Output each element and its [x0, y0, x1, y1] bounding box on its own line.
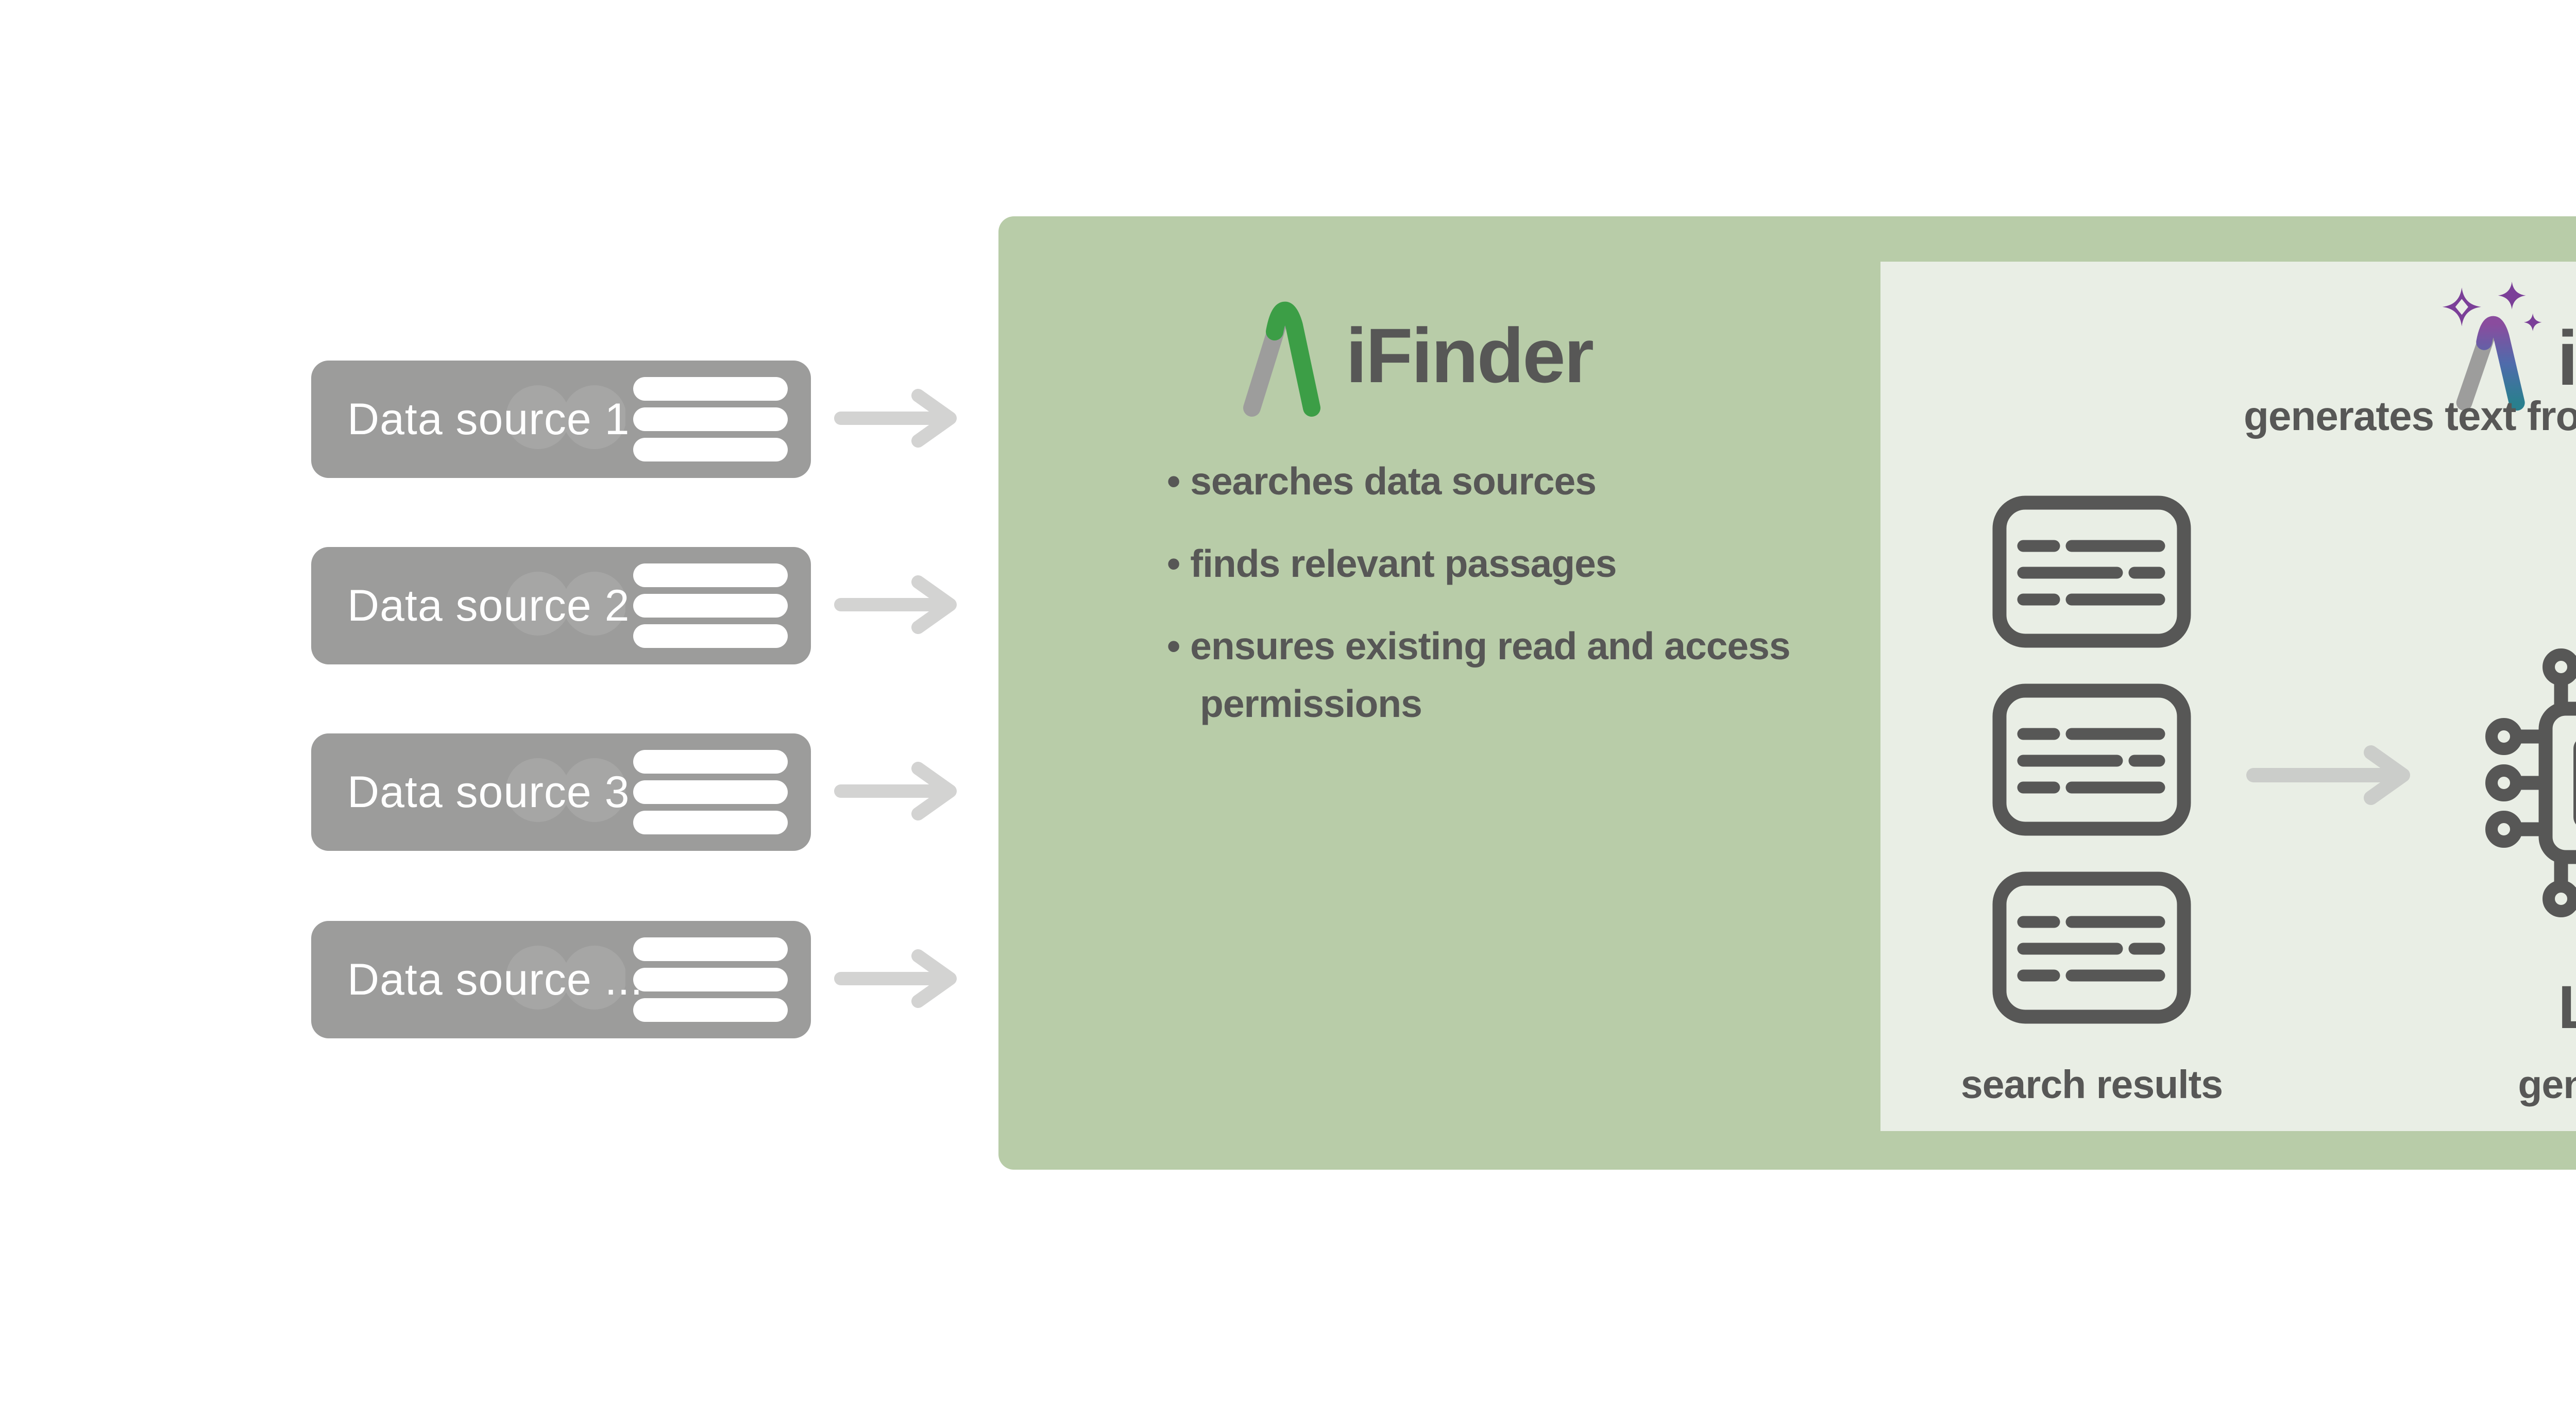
document-lines-icon	[633, 563, 788, 655]
iassistant-lambda-sparkles-logo-icon	[2442, 281, 2542, 411]
data-source-label: Data source 1	[347, 394, 630, 444]
data-source-label: Data source ...	[347, 954, 643, 1004]
quote-watermark-icon	[506, 385, 625, 449]
data-source-box-3: Data source 3	[311, 733, 811, 851]
bullet-text: finds relevant passages	[1190, 542, 1617, 585]
list-item: • finds relevant passages	[1167, 542, 1617, 585]
data-source-box-1: Data source 1	[311, 361, 811, 478]
quote-watermark-icon	[506, 758, 625, 822]
document-lines-icon	[633, 937, 788, 1029]
arrow-right-icon	[834, 762, 957, 820]
list-item: • searches data sources	[1167, 459, 1597, 503]
quote-watermark-icon	[506, 946, 625, 1010]
data-source-label: Data source 2	[347, 580, 630, 630]
data-source-box-2: Data source 2	[311, 547, 811, 664]
document-lines-icon	[633, 750, 788, 841]
data-source-box-4: Data source ...	[311, 921, 811, 1038]
caption-search-results: search results	[1960, 1063, 2223, 1107]
caption-generative: generative	[2518, 1063, 2576, 1107]
search-result-card-icon	[1992, 495, 2191, 648]
arrow-right-icon	[2246, 745, 2410, 805]
iassistant-subtitle: generates text from organization’s own d…	[2244, 393, 2576, 439]
data-source-label: Data source 3	[347, 767, 630, 817]
quote-watermark-icon	[506, 572, 625, 636]
iassistant-title: iAssistant	[2557, 315, 2576, 401]
ifinder-header: iFinder	[1236, 291, 1594, 420]
arrow-right-icon	[834, 389, 957, 448]
arrow-right-icon	[834, 575, 957, 634]
document-lines-icon	[633, 377, 788, 468]
llm-chip-icon	[2485, 648, 2576, 917]
llm-label: LLM	[2465, 972, 2576, 1042]
iassistant-header: iAssistant	[2438, 273, 2576, 412]
bullet-text: searches data sources	[1190, 459, 1597, 503]
bullet-text: ensures existing read and access permiss…	[1190, 624, 1790, 725]
ifinder-title: iFinder	[1346, 312, 1594, 399]
list-item: • ensures existing read and access permi…	[1167, 624, 1791, 725]
search-result-card-icon	[1992, 683, 2191, 836]
ifinder-lambda-logo-icon	[1243, 301, 1320, 417]
ifinder-feature-list: • searches data sources • finds relevant…	[1146, 452, 1837, 757]
sparkle-icon	[2442, 281, 2542, 332]
arrow-right-icon	[834, 949, 957, 1008]
search-result-card-icon	[1992, 871, 2191, 1024]
